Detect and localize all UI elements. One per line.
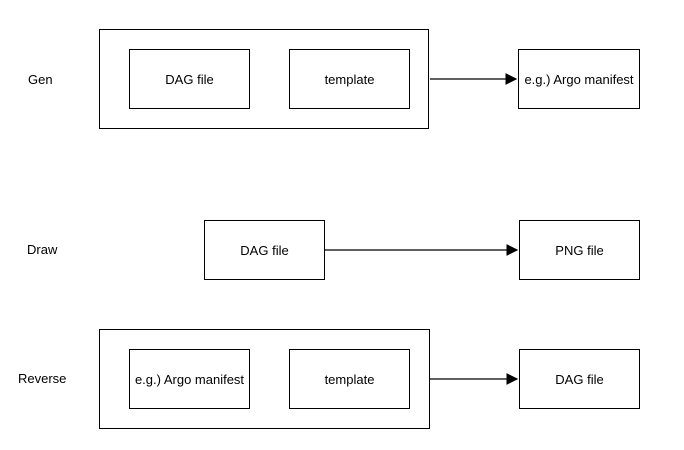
node-reverse-input-argo-manifest: e.g.) Argo manifest bbox=[129, 349, 250, 409]
node-reverse-input-template: template bbox=[289, 349, 410, 409]
row-label-draw: Draw bbox=[27, 242, 58, 257]
row-label-gen: Gen bbox=[28, 72, 53, 87]
node-gen-input-dag-file: DAG file bbox=[129, 49, 250, 109]
node-gen-input-template: template bbox=[289, 49, 410, 109]
node-draw-output-png-file: PNG file bbox=[519, 220, 640, 280]
node-gen-output-argo-manifest: e.g.) Argo manifest bbox=[518, 49, 640, 109]
node-reverse-output-dag-file: DAG file bbox=[519, 349, 640, 409]
node-draw-input-dag-file: DAG file bbox=[204, 220, 325, 280]
row-label-reverse: Reverse bbox=[18, 371, 67, 386]
